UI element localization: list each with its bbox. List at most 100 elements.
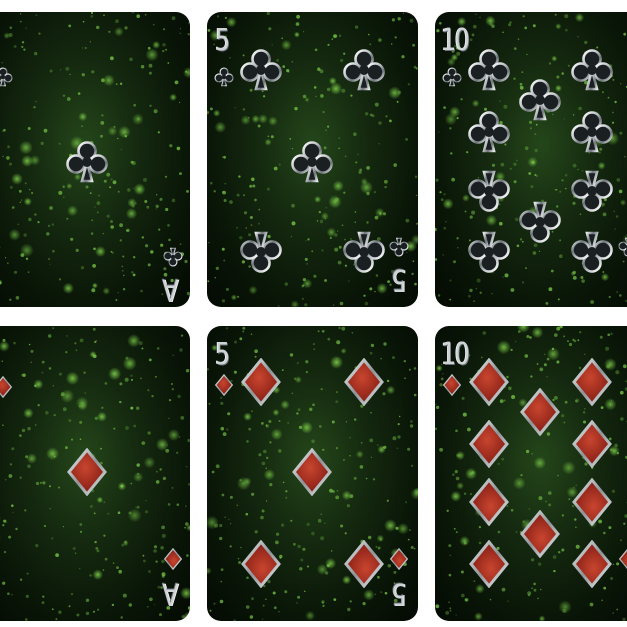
sparkle-dot	[51, 537, 54, 540]
sparkle-dot	[435, 427, 438, 431]
sparkle-dot	[242, 54, 245, 57]
sparkle-dot	[70, 237, 74, 241]
sparkle-dot	[467, 354, 471, 357]
sparkle-dot	[170, 278, 174, 283]
sparkle-dot	[174, 80, 179, 85]
sparkle-dot	[510, 348, 513, 351]
sparkle-dot	[608, 437, 612, 441]
sparkle-dot	[25, 257, 29, 260]
sparkle-dot	[119, 382, 123, 386]
sparkle-dot	[508, 23, 512, 27]
sparkle-dot	[566, 486, 578, 498]
sparkle-dot	[9, 162, 12, 166]
sparkle-dot	[545, 302, 549, 305]
sparkle-dot	[121, 543, 125, 547]
sparkle-dot	[456, 349, 460, 354]
sparkle-dot	[250, 224, 253, 227]
sparkle-dot	[449, 279, 452, 282]
sparkle-dot	[521, 281, 525, 284]
sparkle-dot	[66, 183, 73, 190]
sparkle-dot	[315, 95, 317, 98]
card-ten-of-diamonds[interactable]: 10	[435, 326, 627, 621]
sparkle-dot	[260, 515, 264, 520]
sparkle-dot	[414, 175, 418, 179]
sparkle-dot	[511, 395, 516, 399]
sparkle-dot	[442, 373, 444, 375]
sparkle-dot	[96, 201, 101, 206]
sparkle-dot	[182, 612, 190, 621]
sparkle-dot	[11, 173, 23, 185]
sparkle-dot	[496, 340, 511, 355]
sparkle-dot	[412, 43, 416, 47]
sparkle-dot	[224, 182, 227, 185]
sparkle-dot	[526, 449, 530, 454]
sparkle-dot	[258, 208, 261, 211]
card-ace-of-clubs[interactable]: A A	[0, 12, 190, 307]
sparkle-dot	[485, 214, 498, 226]
sparkle-dot	[241, 260, 245, 264]
sparkle-dot	[623, 32, 627, 36]
sparkle-dot	[324, 279, 327, 282]
sparkle-dot	[405, 138, 408, 141]
sparkle-dot	[171, 16, 176, 21]
sparkle-dot	[223, 199, 227, 202]
sparkle-dot	[575, 399, 578, 403]
sparkle-dot	[456, 453, 460, 457]
sparkle-dot	[612, 563, 614, 565]
sparkle-dot	[414, 282, 417, 286]
sparkle-dot	[524, 26, 528, 30]
sparkle-dot	[355, 161, 358, 164]
sparkle-dot	[319, 425, 322, 428]
card-five-of-diamonds[interactable]: 5 5	[207, 326, 418, 621]
sparkle-dot	[186, 291, 190, 296]
sparkle-dot	[2, 130, 4, 132]
sparkle-dot	[344, 532, 347, 535]
sparkle-dot	[286, 69, 290, 73]
sparkle-dot	[375, 207, 385, 218]
sparkle-dot	[249, 88, 253, 92]
sparkle-dot	[575, 484, 577, 487]
sparkle-dot	[435, 364, 443, 372]
sparkle-dot	[243, 194, 245, 197]
sparkle-dot	[455, 614, 457, 616]
sparkle-dot	[48, 367, 52, 370]
sparkle-dot	[442, 254, 444, 256]
sparkle-dot	[599, 335, 603, 339]
sparkle-dot	[171, 388, 174, 391]
sparkle-dot	[328, 195, 342, 209]
sparkle-dot	[467, 427, 471, 432]
sparkle-dot	[94, 206, 96, 208]
sparkle-dot	[339, 301, 344, 306]
sparkle-dot	[321, 249, 324, 252]
sparkle-dot	[407, 83, 411, 86]
card-ace-of-diamonds[interactable]: A A	[0, 326, 190, 621]
sparkle-dot	[238, 175, 241, 178]
sparkle-dot	[342, 575, 352, 585]
card-five-of-clubs[interactable]: 5 5	[207, 12, 418, 307]
sparkle-dot	[539, 367, 544, 372]
sparkle-dot	[117, 190, 120, 193]
sparkle-dot	[265, 424, 268, 427]
sparkle-dot	[152, 40, 161, 49]
sparkle-dot	[185, 369, 190, 373]
sparkle-dot	[19, 13, 22, 15]
card-ten-of-clubs[interactable]: 10	[435, 12, 627, 307]
sparkle-dot	[369, 438, 374, 443]
sparkle-dot	[446, 509, 449, 512]
sparkle-dot	[624, 514, 627, 518]
sparkle-dot	[102, 569, 105, 571]
sparkle-dot	[604, 398, 617, 411]
sparkle-dot	[551, 55, 558, 62]
sparkle-dot	[555, 23, 562, 30]
sparkle-dot	[571, 505, 575, 508]
sparkle-dot	[160, 546, 164, 550]
diamond-icon	[465, 540, 513, 588]
sparkle-dot	[596, 46, 599, 49]
sparkle-dot	[284, 282, 288, 286]
sparkle-dot	[153, 604, 155, 606]
sparkle-dot	[377, 546, 381, 550]
sparkle-dot	[155, 438, 169, 451]
sparkle-dot	[589, 602, 594, 607]
sparkle-dot	[581, 279, 585, 283]
sparkle-dot	[127, 188, 131, 192]
